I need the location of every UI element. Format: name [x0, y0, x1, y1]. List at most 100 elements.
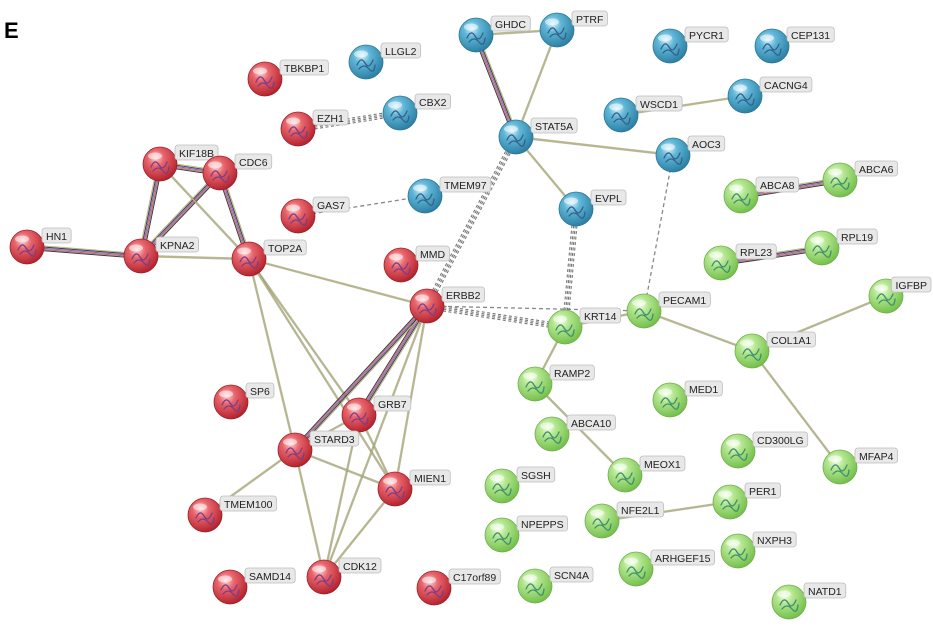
node-tmem97[interactable]: TMEM97 [407, 176, 492, 214]
node-label-background [854, 160, 898, 177]
edge-pecam1-col1a1 [643, 309, 753, 353]
node-npepps[interactable]: NPEPPS [484, 515, 569, 553]
node-label: COL1A1 [771, 335, 811, 347]
protein-structure-icon [288, 213, 308, 226]
node-grb7[interactable]: GRB7 [341, 395, 412, 433]
node-cd300lg[interactable]: CD300LG [720, 431, 809, 469]
node-label: WSCD1 [640, 99, 678, 111]
edge-top2a-erbb2 [248, 257, 428, 308]
node-c17orf89[interactable]: C17orf89 [416, 568, 501, 606]
node-abca10[interactable]: ABCA10 [534, 414, 616, 452]
edge-erbb2-stat5a [424, 135, 519, 308]
node-samd14[interactable]: SAMD14 [212, 567, 296, 605]
node-scn4a[interactable]: SCN4A [517, 566, 594, 604]
node-top2a[interactable]: TOP2A [231, 239, 307, 277]
edge-col1a1-mfap4 [751, 350, 841, 468]
node-label-background [759, 76, 813, 93]
node-label: TBKBP1 [284, 63, 324, 75]
node-sgsh[interactable]: SGSH [484, 466, 556, 504]
node-cdk12[interactable]: CDK12 [306, 557, 382, 595]
node-mmd[interactable]: MMD [383, 245, 450, 283]
node-abca8[interactable]: ABCA8 [723, 176, 799, 214]
protein-structure-icon [711, 260, 731, 273]
node-label: GRB7 [378, 399, 407, 411]
protein-structure-icon [525, 583, 545, 596]
node-rpl23[interactable]: RPL23 [703, 243, 777, 281]
node-kif18b[interactable]: KIF18B [142, 144, 219, 182]
protein-structure-icon [660, 43, 680, 56]
node-cbx2[interactable]: CBX2 [382, 93, 451, 131]
node-label: CDK12 [343, 561, 377, 573]
node-label: GHDC [495, 19, 526, 31]
node-abca6[interactable]: ABCA6 [822, 160, 898, 198]
node-ghdc[interactable]: GHDC [458, 15, 531, 53]
node-med1[interactable]: MED1 [652, 380, 723, 418]
node-ramp2[interactable]: RAMP2 [517, 364, 595, 402]
node-tmem100[interactable]: TMEM100 [187, 495, 277, 533]
node-nfe2l1[interactable]: NFE2L1 [584, 501, 665, 539]
node-natd1[interactable]: NATD1 [771, 582, 847, 620]
node-gas7[interactable]: GAS7 [280, 196, 350, 234]
node-stat5a[interactable]: STAT5A [498, 117, 578, 155]
node-pycr1[interactable]: PYCR1 [652, 26, 729, 64]
node-cacng4[interactable]: CACNG4 [727, 76, 813, 114]
node-rpl19[interactable]: RPL19 [804, 228, 878, 266]
node-erbb2[interactable]: ERBB2 [409, 286, 485, 324]
node-pecam1[interactable]: PECAM1 [626, 291, 711, 329]
node-label: NPEPPS [521, 519, 564, 531]
node-label: CBX2 [419, 97, 447, 109]
node-label-background [439, 176, 492, 193]
edge-ptrf-stat5a [514, 29, 559, 138]
node-mfap4[interactable]: MFAP4 [822, 447, 898, 485]
protein-structure-icon [239, 256, 259, 269]
node-label-background [244, 567, 296, 584]
node-meox1[interactable]: MEOX1 [607, 455, 686, 493]
node-col1a1[interactable]: COL1A1 [734, 331, 816, 369]
node-igfbp[interactable]: IGFBP [868, 276, 932, 314]
node-label-background [639, 455, 686, 472]
protein-structure-icon [592, 518, 612, 531]
edge-top2a-mien1 [247, 258, 397, 490]
node-per1[interactable]: PER1 [712, 482, 781, 520]
edge-mien1-cdk12 [323, 488, 396, 578]
node-label-background [41, 227, 72, 244]
protein-structure-icon [547, 27, 567, 40]
protein-structure-icon [285, 447, 305, 460]
node-label-background [448, 568, 501, 585]
protein-structure-icon [779, 599, 799, 612]
edge-erbb2-krt14 [426, 302, 566, 331]
node-nxph3[interactable]: NXPH3 [720, 531, 797, 569]
node-label: EVPL [595, 193, 622, 205]
node-aoc3[interactable]: AOC3 [655, 135, 726, 173]
node-llgl2[interactable]: LLGL2 [348, 42, 422, 80]
node-ptrf[interactable]: PTRF [539, 10, 608, 48]
node-label-background [735, 243, 777, 260]
node-label-background [516, 515, 569, 532]
node-label: GAS7 [317, 200, 345, 212]
protein-structure-icon [288, 126, 308, 139]
node-arhgef15[interactable]: ARHGEF15 [618, 549, 715, 587]
node-ezh1[interactable]: EZH1 [280, 109, 349, 147]
node-hn1[interactable]: HN1 [9, 227, 72, 265]
node-label-background [650, 549, 715, 566]
node-label-background [590, 189, 627, 206]
protein-structure-icon [615, 472, 635, 485]
node-cdc6[interactable]: CDC6 [202, 153, 273, 191]
node-label: CDC6 [239, 157, 268, 169]
node-mien1[interactable]: MIEN1 [377, 469, 451, 507]
node-sp6[interactable]: SP6 [213, 382, 275, 420]
node-kpna2[interactable]: KPNA2 [123, 236, 199, 274]
node-krt14[interactable]: KRT14 [547, 307, 622, 345]
node-label-background [684, 26, 729, 43]
node-cep131[interactable]: CEP131 [754, 26, 835, 64]
node-label: STARD3 [314, 434, 355, 446]
node-label: AOC3 [692, 139, 721, 151]
node-label: PTRF [576, 14, 603, 26]
node-stard3[interactable]: STARD3 [277, 430, 360, 468]
node-tbkbp1[interactable]: TBKBP1 [247, 59, 329, 97]
node-evpl[interactable]: EVPL [558, 189, 627, 227]
protein-structure-icon [728, 448, 748, 461]
node-wscd1[interactable]: WSCD1 [603, 95, 683, 133]
